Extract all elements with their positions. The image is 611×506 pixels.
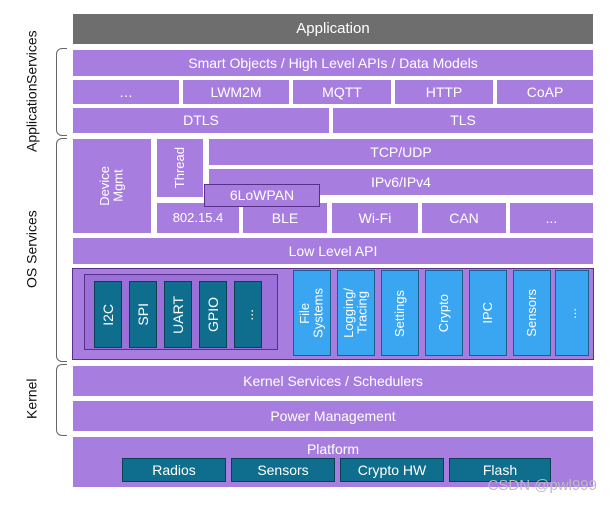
watermark-text: CSDN @pwl999: [487, 477, 597, 494]
power-management-block: Power Management: [72, 400, 594, 432]
app-services-brace: [56, 48, 67, 136]
driver-uart: UART: [164, 281, 192, 348]
kernel-label: Kernel: [23, 378, 40, 420]
service-sensors: Sensors: [513, 270, 551, 356]
service-logging-tracing: Logging/Tracing: [337, 270, 375, 356]
driver-gpio: GPIO: [199, 281, 227, 348]
platform-radios: Radios: [122, 458, 226, 482]
driver-spi: SPI: [129, 281, 157, 348]
kernel-services-block: Kernel Services / Schedulers: [72, 365, 594, 397]
app-services-label-line2: Services: [23, 29, 40, 84]
service-logging-line2: Tracing: [355, 291, 370, 335]
device-mgmt-line2: Mgmt: [111, 169, 126, 203]
driver-i2c: I2C: [94, 281, 122, 348]
link-ble: BLE: [242, 202, 328, 234]
tcp-udp-block: TCP/UDP: [208, 138, 594, 166]
application-layer: Application: [72, 13, 594, 45]
service-logging-tracing-label: Logging/Tracing: [341, 288, 370, 338]
protocol-coap: CoAP: [496, 79, 594, 105]
protocol-mqtt: MQTT: [292, 79, 392, 105]
service-ipc-label: IPC: [480, 302, 496, 324]
protocol-http: HTTP: [394, 79, 494, 105]
service-sensors-label: Sensors: [524, 289, 540, 337]
platform-flash: Flash: [449, 458, 551, 482]
device-mgmt-label: Device Mgmt: [97, 166, 126, 206]
link-can: CAN: [421, 202, 507, 234]
driver-uart-label: UART: [169, 295, 186, 334]
driver-gpio-label: GPIO: [204, 296, 221, 332]
thread-block: Thread: [156, 138, 204, 198]
os-services-label: OS Services: [23, 210, 40, 288]
service-file-systems-line2: Systems: [311, 288, 326, 338]
service-settings: Settings: [381, 270, 419, 356]
link-wifi: Wi-Fi: [331, 202, 419, 234]
platform-sensors: Sensors: [231, 458, 335, 482]
service-crypto: Crypto: [425, 270, 463, 356]
service-crypto-label: Crypto: [436, 293, 452, 333]
link-802154: 802.15.4: [156, 202, 240, 234]
platform-crypto-hw: Crypto HW: [340, 458, 444, 482]
link-ellipsis: ...: [509, 202, 594, 234]
smart-objects-block: Smart Objects / High Level APIs / Data M…: [72, 49, 594, 77]
device-mgmt-block: Device Mgmt: [72, 138, 152, 234]
protocol-lwm2m: LWM2M: [182, 79, 290, 105]
driver-spi-label: SPI: [134, 303, 151, 326]
thread-label: Thread: [172, 147, 188, 189]
platform-label: Platform: [306, 441, 360, 457]
service-ellipsis-label: ...: [564, 307, 580, 319]
driver-ellipsis-label: ...: [239, 308, 256, 321]
kernel-brace: [56, 364, 67, 436]
sixlowpan-block: 6LoWPAN: [204, 184, 320, 207]
dtls-block: DTLS: [72, 107, 330, 134]
tls-block: TLS: [332, 107, 594, 134]
driver-ellipsis: ...: [234, 281, 262, 348]
low-level-api-block: Low Level API: [72, 237, 594, 265]
os-services-brace: [56, 138, 67, 362]
service-ellipsis: ...: [555, 270, 589, 356]
app-services-label: Application Services: [12, 30, 52, 152]
service-ipc: IPC: [469, 270, 507, 356]
driver-i2c-label: I2C: [99, 303, 116, 326]
protocol-ellipsis: …: [72, 79, 180, 105]
service-settings-label: Settings: [392, 289, 408, 337]
